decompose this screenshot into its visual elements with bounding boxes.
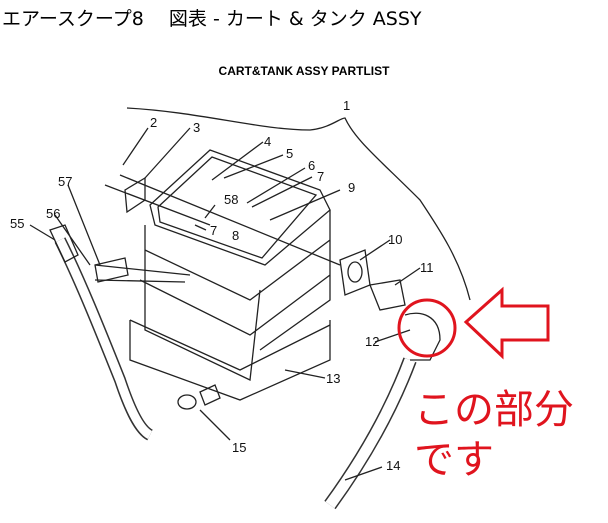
- part-11: [369, 279, 406, 311]
- part-label: 13: [326, 371, 340, 386]
- part-label: 3: [193, 120, 200, 135]
- plate-3: [124, 176, 146, 214]
- part-label: 4: [264, 134, 271, 149]
- annotation-line-1: この部分: [414, 387, 574, 433]
- part-label: 12: [365, 334, 379, 349]
- part-label: 11: [420, 260, 434, 275]
- part-label: 2: [150, 115, 157, 130]
- part-label: 14: [386, 458, 400, 473]
- highlight-circle: [397, 298, 457, 358]
- clamp-15: [177, 394, 197, 410]
- part-label: 9: [348, 180, 355, 195]
- bracket-57: [94, 257, 129, 283]
- outline-curve: [126, 107, 471, 301]
- part-label: 1: [343, 98, 350, 113]
- elbow-12: [404, 312, 441, 361]
- part-label: 5: [286, 146, 293, 161]
- part-label: 15: [232, 440, 246, 455]
- arrow-left-icon: [463, 286, 550, 360]
- part-label: 57: [58, 174, 72, 189]
- part-label: 8: [232, 228, 239, 243]
- annotation-note: この部分 です: [414, 385, 574, 485]
- part-label: 58: [224, 192, 238, 207]
- annotation-line-2: です: [414, 437, 494, 483]
- part-label: 56: [46, 206, 60, 221]
- part-labels: 1 2 3 4 5 6 7 9 57 58 7 8 56 55 10 11 12…: [10, 98, 434, 473]
- part-label: 55: [10, 216, 24, 231]
- part-label: 10: [388, 232, 402, 247]
- part-label: 7: [210, 223, 217, 238]
- diagram-subtitle: CART&TANK ASSY PARTLIST: [218, 64, 390, 78]
- page-title: エアースクープ8 図表 - カート & タンク ASSY: [2, 8, 422, 30]
- tank-body: [139, 210, 331, 381]
- part-label: 7: [317, 169, 324, 184]
- part-label: 6: [308, 158, 315, 173]
